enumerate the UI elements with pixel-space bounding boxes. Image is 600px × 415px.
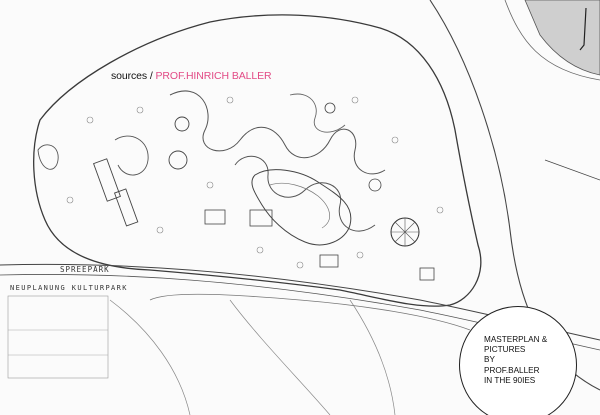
plan-subtitle: NEUPLANUNG KULTURPARK [10,284,128,292]
title-block [7,295,109,379]
lake-inner [269,182,330,229]
badge-line: MASTERPLAN & [484,335,548,344]
building-block-1 [93,158,121,202]
masterplan-badge: MASTERPLAN & PICTURES BY PROF.BALLER IN … [459,306,577,415]
building-block-5 [319,254,339,268]
carousel-1 [168,150,188,170]
badge-text: MASTERPLAN & PICTURES BY PROF.BALLER IN … [484,335,547,386]
badge-line: BY [484,355,495,365]
path-lower-2 [229,299,331,415]
badge-line: IN THE 90IES [484,375,536,385]
winding-path-3 [289,93,346,133]
building-block-3 [204,209,226,225]
lake-outline [251,169,352,246]
caption-lead: sources [111,70,148,82]
badge-line: PROF.BALLER [484,365,540,375]
path-lower-3 [349,299,396,415]
building-block-2 [113,188,139,227]
building-block-4 [249,209,273,227]
ride-circle-top [324,102,336,114]
carousel-2 [174,116,190,132]
park-boundary [33,14,482,307]
caption-credit: PROF.HINRICH BALLER [155,70,272,82]
tree-marks [66,96,444,269]
caption-separator: / [147,70,156,82]
source-caption: sources / PROF.HINRICH BALLER [111,70,272,82]
path-lower-1 [109,299,191,415]
river-edge-line [504,0,600,81]
ferris-wheel-spokes [391,218,419,246]
track-loop-left [37,144,59,170]
track-loop-left-2 [114,135,149,176]
roller-coaster-track [169,90,386,175]
plan-park-name: SPREEPARK [60,265,110,274]
badge-line: PICTURES [484,345,526,355]
north-arrow-icon [579,7,587,51]
ride-circle-right [368,178,382,192]
river-bank-hatch [524,0,600,76]
building-block-6 [419,267,435,281]
lower-area-outline [149,293,471,331]
winding-path-2 [234,155,376,232]
badge-leader-line [544,159,600,181]
